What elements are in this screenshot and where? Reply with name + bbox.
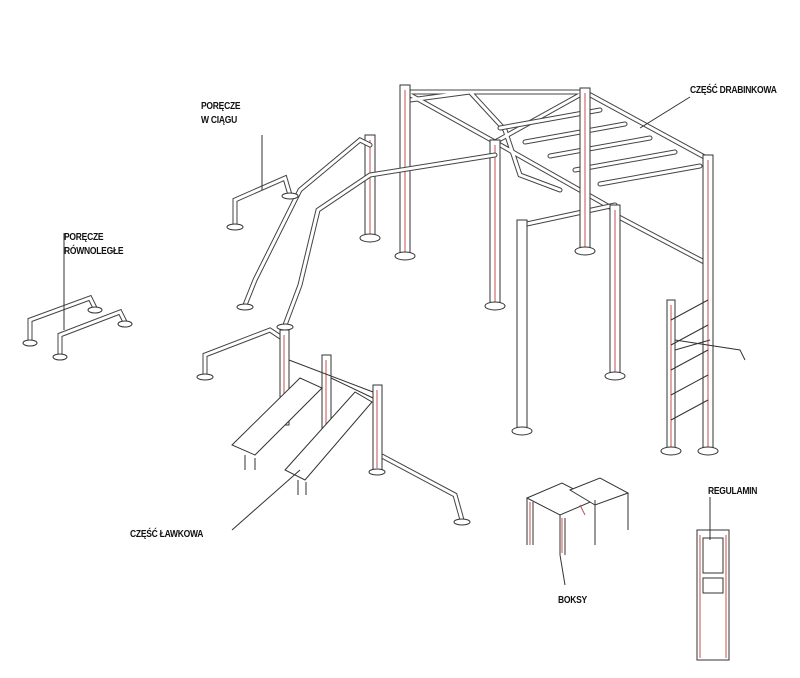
- label-line: PORĘCZE: [64, 232, 104, 243]
- bench-section: [196, 327, 471, 526]
- label-boxes: BOKSY: [558, 595, 587, 606]
- parallel-bars: [22, 294, 133, 361]
- base-plates: [359, 233, 719, 456]
- label-line: RÓWNOLEGŁE: [64, 246, 124, 257]
- monkey-bar-rungs: [497, 107, 703, 187]
- label-dip-bars-in-line: PORĘCZE W CIĄGU: [201, 100, 241, 128]
- leader-lines: [63, 96, 711, 586]
- boxes: [525, 477, 630, 555]
- ladder-section: [359, 84, 746, 456]
- label-line: W CIĄGU: [201, 115, 237, 126]
- label-parallel-bars: PORĘCZE RÓWNOLEGŁE: [64, 231, 124, 259]
- wall-ladder: [670, 299, 746, 421]
- label-bench-section: CZĘŚĆ ŁAWKOWA: [130, 529, 204, 540]
- rules-board: [696, 529, 730, 661]
- dip-bars-in-line: [226, 137, 498, 331]
- label-rules-board: REGULAMIN: [708, 486, 758, 497]
- label-line: PORĘCZE: [201, 101, 241, 112]
- label-ladder-section: CZĘŚĆ DRABINKOWA: [690, 85, 777, 96]
